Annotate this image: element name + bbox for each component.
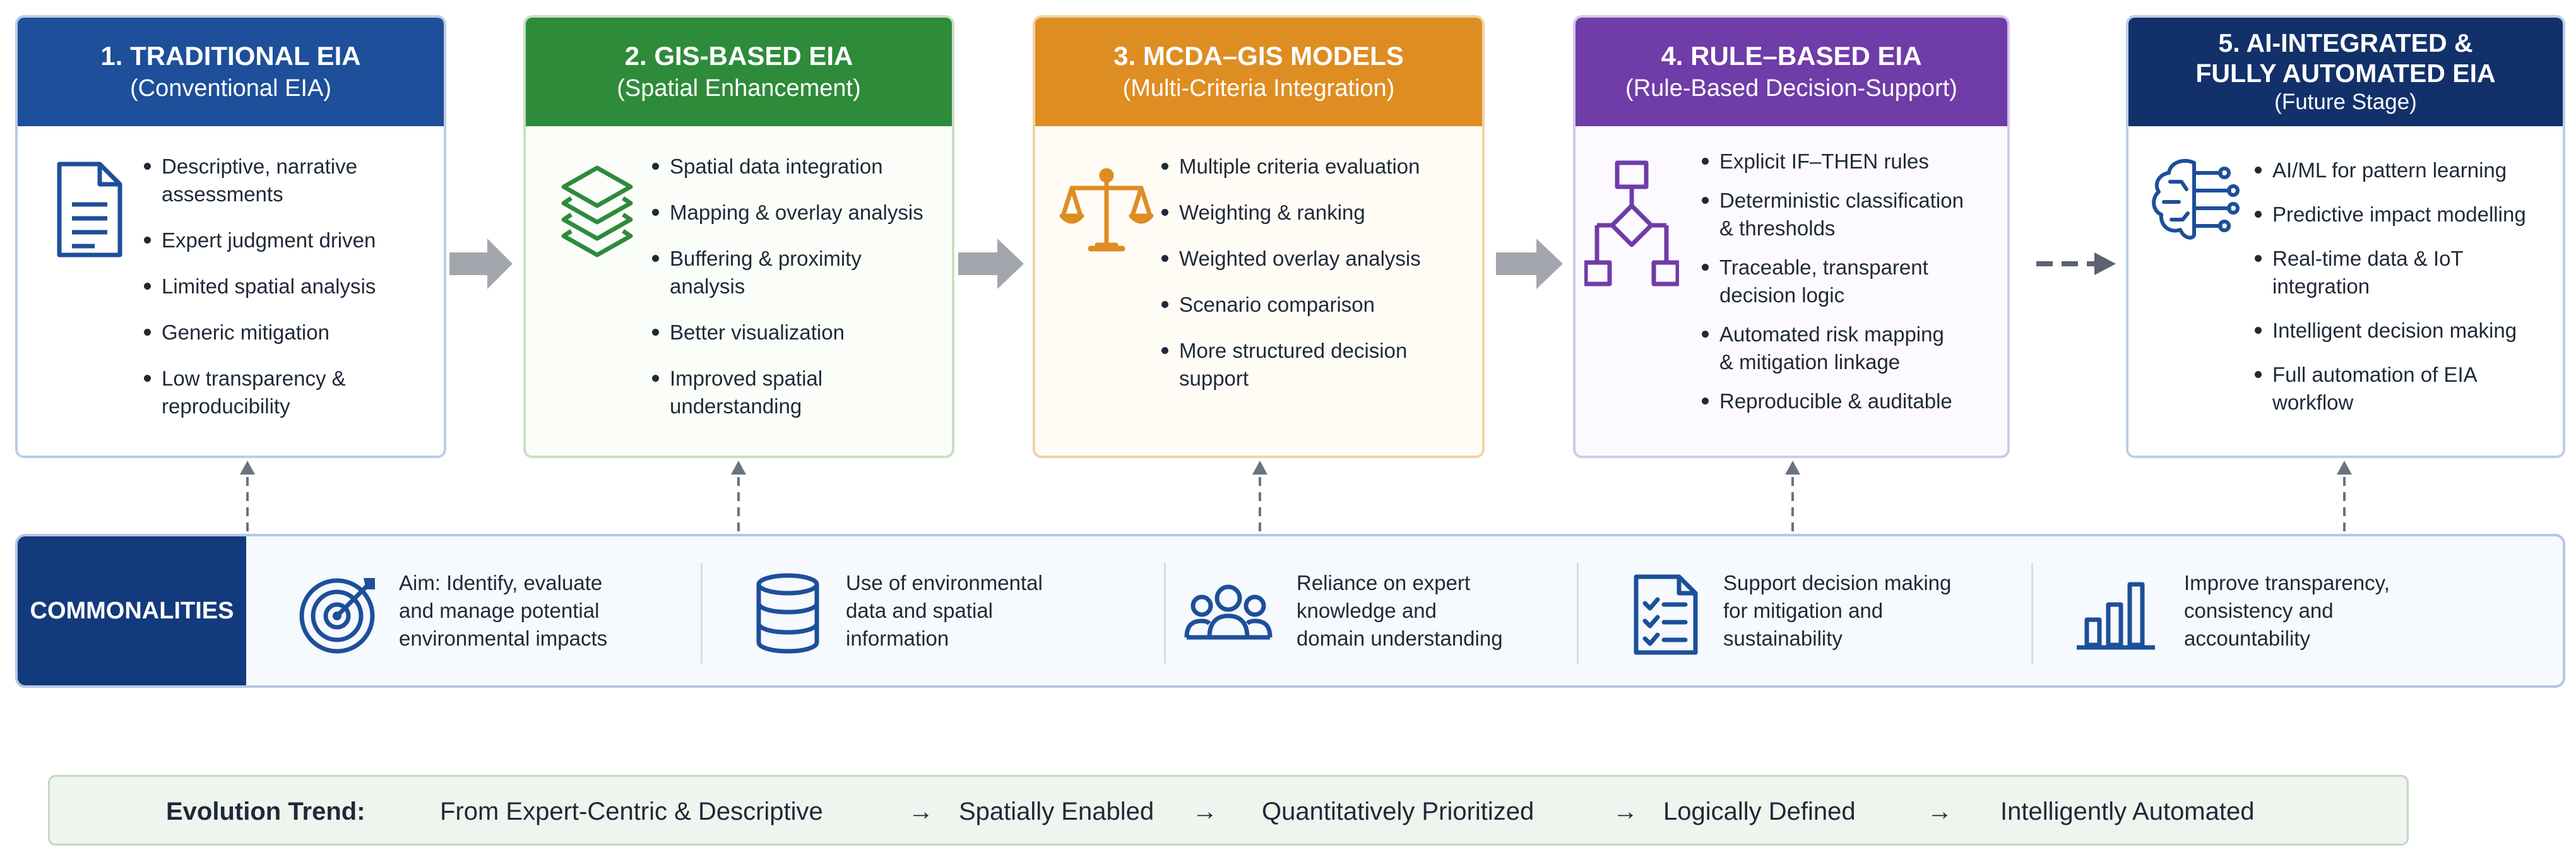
stage-card-ai-integrated-eia: 5. AI-INTEGRATED & FULLY AUTOMATED EIA (… xyxy=(2126,15,2565,458)
stage-subtitle: (Spatial Enhancement) xyxy=(617,75,861,102)
list-item: Buffering & proximity analysis xyxy=(652,245,941,300)
stage-body: AI/ML for pattern learning Predictive im… xyxy=(2128,126,2563,456)
commonality-text: Aim: Identify, evaluate and manage poten… xyxy=(399,571,608,650)
stage-header: 4. RULE–BASED EIA (Rule-Based Decision-S… xyxy=(1576,18,2007,126)
list-item: Scenario comparison xyxy=(1161,291,1471,319)
commonality-text: Support decision making for mitigation a… xyxy=(1723,571,1952,650)
commonality-text: Reliance on expert knowledge and domain … xyxy=(1297,571,1503,650)
trend-step: Logically Defined xyxy=(1663,798,1856,825)
commonalities-bar: COMMONALITIES Aim: Identify, evaluate an… xyxy=(15,534,2565,688)
stage-feature-list: Explicit IF–THEN rules Deterministic cla… xyxy=(1702,148,1996,427)
divider xyxy=(701,563,703,664)
list-item: Explicit IF–THEN rules xyxy=(1702,148,1996,175)
stage-body: Multiple criteria evaluation Weighting &… xyxy=(1035,126,1482,456)
trend-arrow: → xyxy=(1192,798,1218,825)
divider xyxy=(1164,563,1166,664)
trend-arrow: → xyxy=(1613,798,1638,825)
list-item: Deterministic classification& thresholds xyxy=(1702,187,1996,242)
stage-header: 2. GIS-BASED EIA (Spatial Enhancement) xyxy=(526,18,952,126)
vertical-links xyxy=(246,473,2346,531)
list-item: Generic mitigation xyxy=(144,319,432,346)
dashed-arrow-4-5 xyxy=(2036,252,2116,275)
stage-header: 3. MCDA–GIS MODELS (Multi-Criteria Integ… xyxy=(1035,18,1482,126)
list-item: Multiple criteria evaluation xyxy=(1161,153,1471,180)
list-item: Intelligent decision making xyxy=(2255,317,2551,345)
list-item: Weighted overlay analysis xyxy=(1161,245,1471,273)
stage-arrow-2-3 xyxy=(958,239,1024,289)
scales-icon xyxy=(1059,168,1154,252)
list-item: Expert judgment driven xyxy=(144,227,432,254)
list-item: Limited spatial analysis xyxy=(144,273,432,300)
layers-icon xyxy=(561,165,633,257)
document-icon xyxy=(57,162,122,257)
stage-feature-list: Spatial data integration Mapping & overl… xyxy=(652,153,941,439)
vertical-link-heads xyxy=(240,461,2352,475)
database-icon xyxy=(756,573,819,654)
stage-subtitle: (Multi-Criteria Integration) xyxy=(1122,75,1395,102)
stage-title: 3. MCDA–GIS MODELS xyxy=(1113,41,1404,71)
list-item: Predictive impact modelling xyxy=(2255,201,2551,228)
stage-arrow-3-4 xyxy=(1496,239,1563,289)
commonalities-label: COMMONALITIES xyxy=(18,536,246,685)
stage-header: 1. TRADITIONAL EIA (Conventional EIA) xyxy=(18,18,444,126)
trend-label: Evolution Trend: xyxy=(166,798,365,825)
commonality-text: Use of environmental data and spatial in… xyxy=(846,571,1043,650)
divider xyxy=(2031,563,2033,664)
stage-subtitle: (Conventional EIA) xyxy=(130,75,331,102)
list-item: Spatial data integration xyxy=(652,153,941,180)
list-item: Low transparency &reproducibility xyxy=(144,365,432,420)
stage-title: 1. TRADITIONAL EIA xyxy=(100,41,361,71)
list-item: AI/ML for pattern learning xyxy=(2255,156,2551,184)
stage-arrow-1-2 xyxy=(449,239,513,289)
stage-body: Spatial data integration Mapping & overl… xyxy=(526,126,952,456)
list-item: Better visualization xyxy=(652,319,941,346)
ai-brain-icon xyxy=(2152,158,2240,240)
people-icon xyxy=(1184,584,1273,640)
evolution-trend-bar: Evolution Trend: From Expert-Centric & D… xyxy=(48,775,2409,846)
flowchart-icon xyxy=(1584,160,1679,286)
stage-card-traditional-eia: 1. TRADITIONAL EIA (Conventional EIA) De… xyxy=(15,15,446,458)
stage-body: Explicit IF–THEN rules Deterministic cla… xyxy=(1576,126,2007,456)
trend-arrow: → xyxy=(908,798,934,825)
stage-header: 5. AI-INTEGRATED & FULLY AUTOMATED EIA (… xyxy=(2128,18,2563,126)
divider xyxy=(1577,563,1579,664)
bar-chart-icon xyxy=(2077,582,2155,650)
list-item: Reproducible & auditable xyxy=(1702,387,1996,415)
list-item: Weighting & ranking xyxy=(1161,199,1471,227)
stage-title: 5. AI-INTEGRATED & xyxy=(2218,28,2473,57)
stage-feature-list: AI/ML for pattern learning Predictive im… xyxy=(2255,156,2551,433)
stage-title: 2. GIS-BASED EIA xyxy=(624,41,853,71)
stage-card-mcda-gis-models: 3. MCDA–GIS MODELS (Multi-Criteria Integ… xyxy=(1033,15,1485,458)
trend-step: From Expert-Centric & Descriptive xyxy=(440,798,823,825)
checklist-icon xyxy=(1634,574,1698,655)
trend-step: Spatially Enabled xyxy=(959,798,1154,825)
stage-subtitle: (Future Stage) xyxy=(2274,90,2417,114)
stage-card-rule-based-eia: 4. RULE–BASED EIA (Rule-Based Decision-S… xyxy=(1573,15,2010,458)
commonality-text: Improve transparency, consistency and ac… xyxy=(2184,571,2390,650)
stage-card-gis-based-eia: 2. GIS-BASED EIA (Spatial Enhancement) S… xyxy=(523,15,954,458)
list-item: Mapping & overlay analysis xyxy=(652,199,941,227)
trend-arrow: → xyxy=(1927,798,1952,825)
target-icon xyxy=(299,578,375,654)
trend-step: Quantitatively Prioritized xyxy=(1262,798,1534,825)
stage-subtitle: (Rule-Based Decision-Support) xyxy=(1625,75,1957,102)
list-item: Automated risk mapping& mitigation linka… xyxy=(1702,321,1996,376)
trend-step: Intelligently Automated xyxy=(2000,798,2255,825)
stage-feature-list: Multiple criteria evaluation Weighting &… xyxy=(1161,153,1471,411)
stage-title: 4. RULE–BASED EIA xyxy=(1661,41,1922,71)
stage-title-line2: FULLY AUTOMATED EIA xyxy=(2195,59,2496,88)
